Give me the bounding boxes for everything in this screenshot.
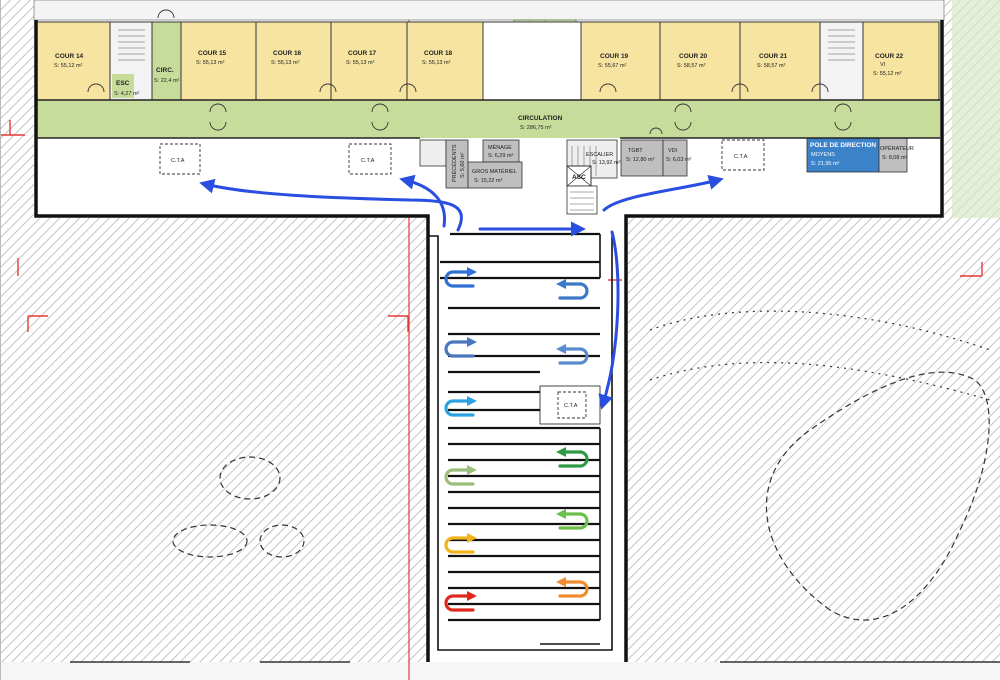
classroom-cour-22 — [862, 21, 940, 101]
classroom-label: COUR 22 — [875, 53, 904, 60]
hatched-ground-right — [628, 218, 1000, 680]
cta-units — [159, 139, 765, 425]
classroom-area: S: 55,13 m² — [196, 60, 225, 66]
service-rooms: MÉNAGE S: 6,29 m² PRÉCÉDENTS S: 5,60 m² … — [419, 137, 914, 189]
room-circ — [151, 21, 182, 101]
menage-label: MÉNAGE — [488, 144, 512, 151]
cta-label: C.T.A — [734, 154, 748, 160]
classroom-area: S: 55,67 m² — [598, 63, 627, 69]
gros-materiel-label: GROS MATÉRIEL — [472, 168, 517, 175]
circ-area: S: 22,4 m² — [154, 78, 180, 84]
classroom-label: COUR 21 — [759, 53, 788, 60]
uturn-arrow — [444, 591, 477, 612]
esc-area: S: 4,27 m² — [114, 91, 140, 97]
room-wc — [419, 139, 447, 167]
uturn-arrow — [444, 267, 477, 288]
cta-label: C.T.A — [564, 403, 578, 409]
flow-arrows — [199, 174, 724, 410]
room-pole-direction — [806, 137, 880, 173]
classroom-cour-21 — [739, 21, 821, 101]
uturn-arrow — [444, 396, 477, 417]
uturn-arrows-left — [444, 267, 477, 612]
classroom-label: COUR 18 — [424, 50, 453, 57]
classroom-label: COUR 16 — [273, 50, 302, 57]
pole-label: POLE DE DIRECTION — [810, 142, 876, 149]
uturn-arrow — [556, 447, 589, 468]
circulation-label: CIRCULATION — [518, 115, 563, 122]
uturn-arrow — [556, 344, 589, 365]
classroom-area: S: 58,57 m² — [757, 63, 786, 69]
operateur-label: OPÉRATEUR — [880, 145, 914, 152]
pole-area: S: 21,95 m² — [811, 161, 840, 167]
hatched-strip-left — [0, 0, 34, 218]
uturn-arrow — [444, 533, 477, 554]
green-edge-right — [952, 0, 1000, 218]
uturn-arrow — [444, 337, 477, 358]
classroom-label: COUR 19 — [600, 53, 629, 60]
hatched-ground-left — [0, 218, 428, 680]
vdi-label: VDI — [668, 148, 678, 154]
circ-label: CIRC. — [156, 67, 174, 74]
classroom-cour-20 — [659, 21, 741, 101]
classroom-label: COUR 17 — [348, 50, 377, 57]
uturn-arrow — [556, 577, 589, 598]
wing-inner-walls — [428, 234, 613, 651]
classroom-cour-19 — [580, 21, 661, 101]
tgbt-label: TGBT — [628, 148, 643, 154]
seating-bars — [440, 232, 600, 622]
entrance-void — [482, 21, 582, 101]
classroom-label: COUR 20 — [679, 53, 708, 60]
room-esc — [112, 74, 134, 98]
classroom-label: COUR 15 — [198, 50, 227, 57]
uturn-arrow — [556, 279, 589, 300]
bottom-band — [0, 662, 1000, 680]
classroom-area: S: 55,13 m² — [422, 60, 451, 66]
cta-label: C.T.A — [171, 158, 185, 164]
gros-materiel-area: S: 15,22 m² — [474, 178, 503, 184]
uturn-arrows-right — [556, 279, 589, 598]
classroom-cour-16 — [255, 21, 332, 101]
classroom-row: COUR 14 S: 55,12 m² ESC S: 4,27 m² CIRC.… — [36, 21, 940, 101]
door-swings — [87, 9, 852, 135]
uturn-arrow — [556, 509, 589, 530]
room-gros-materiel — [467, 161, 523, 189]
pole-sub: MOYENS — [811, 152, 835, 158]
room-vdi — [662, 139, 688, 177]
precedents-label: PRÉCÉDENTS — [451, 144, 458, 182]
escalier-label: ESCALIER — [586, 152, 613, 158]
operateur-area: S: 8,08 m² — [882, 155, 908, 161]
red-corner-marks — [0, 120, 983, 332]
classroom-label: COUR 14 — [55, 53, 84, 60]
precedents-area: S: 5,60 m² — [460, 152, 466, 178]
room-tgbt — [620, 139, 664, 177]
stair-right — [819, 21, 864, 101]
top-band — [33, 0, 945, 21]
wing-stair — [566, 185, 598, 215]
uturn-arrow — [444, 465, 477, 486]
classroom-area: S: 55,13 m² — [271, 60, 300, 66]
menage-area: S: 6,29 m² — [488, 153, 514, 159]
classroom-cour-14 — [36, 21, 111, 101]
classroom-area: S: 58,57 m² — [677, 63, 706, 69]
classroom-sub: VI — [880, 62, 886, 68]
esc-label: ESC — [116, 80, 130, 87]
vdi-area: S: 6,03 m² — [666, 157, 692, 163]
classroom-cour-17 — [330, 21, 408, 101]
classroom-area: S: 55,13 m² — [346, 60, 375, 66]
tgbt-area: S: 12,80 m² — [626, 157, 655, 163]
asc-label: ASC — [572, 174, 586, 181]
classroom-cour-18 — [406, 21, 484, 101]
courtyard-shapes — [172, 310, 991, 621]
circulation-area: S: 286,75 m² — [520, 125, 552, 131]
classroom-area: S: 55,12 m² — [54, 63, 83, 69]
classroom-area: S: 55,12 m² — [873, 71, 902, 77]
room-operateur — [878, 137, 908, 173]
cta-label: C.T.A — [361, 158, 375, 164]
escalier-area: S: 13,92 m² — [592, 160, 621, 166]
